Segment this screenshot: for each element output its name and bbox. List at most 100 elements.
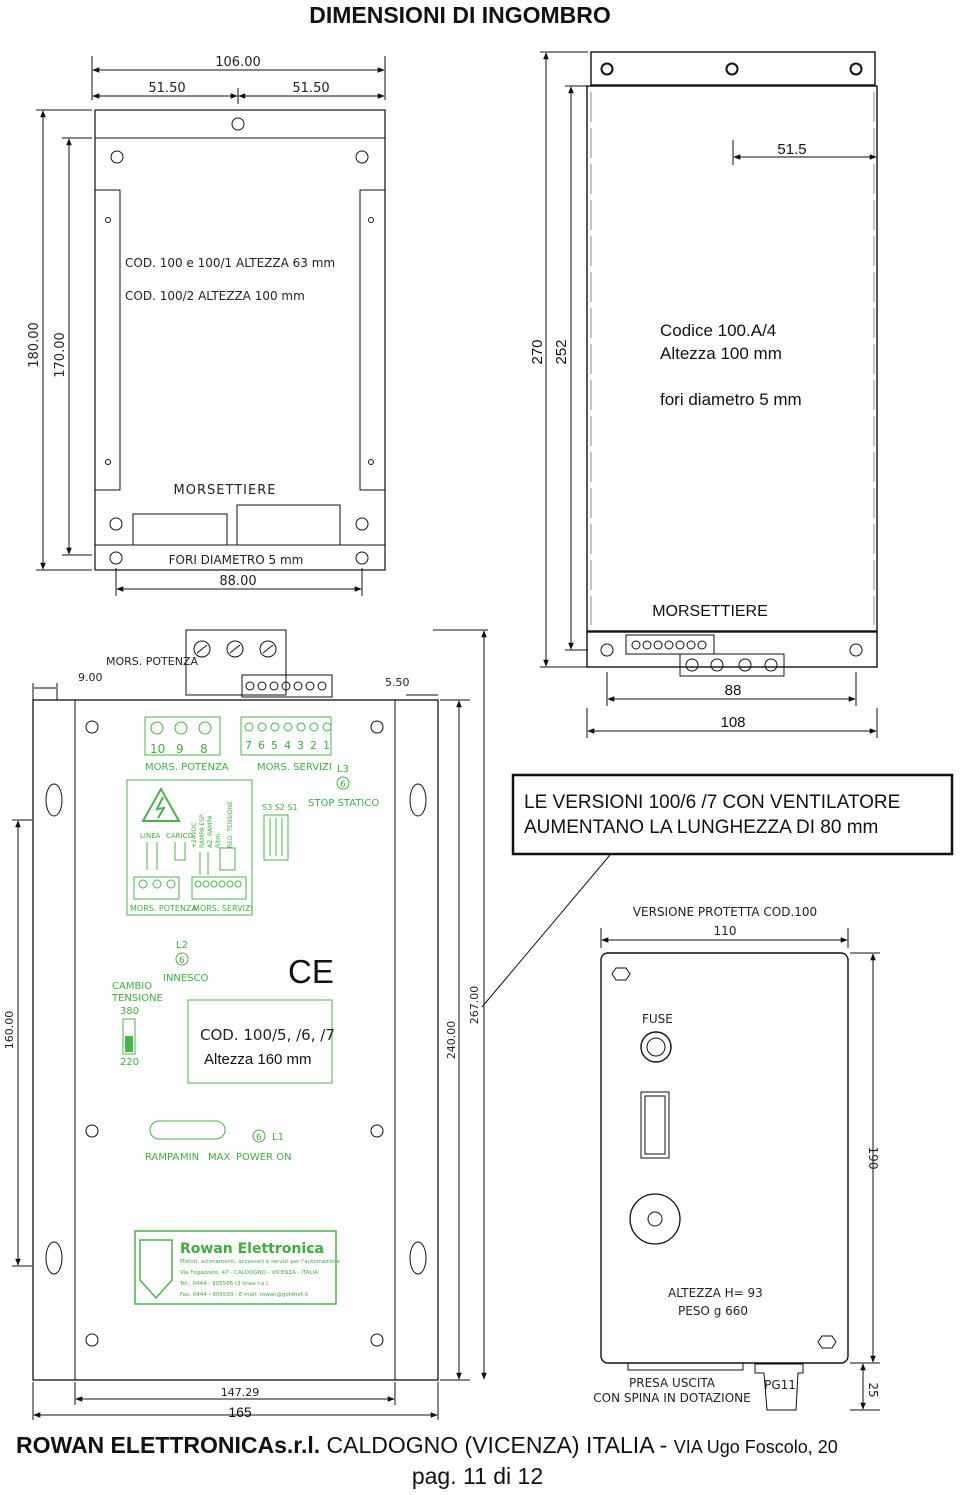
logo-line-2: Via Fogazzaro, 47 - CALDOGNO - VICENZA -…: [180, 1270, 318, 1276]
top-left-holes-label: FORI DIAMETRO 5 mm: [169, 553, 304, 567]
page-number: pag. 11 di 12: [411, 1463, 544, 1489]
l3-label: L3: [337, 764, 349, 775]
dim-protected-height: 190: [866, 1147, 880, 1170]
power-terminal-top-label: MORS. POTENZA: [106, 655, 198, 668]
logo-line-4: Fax: 0444 - 905593 - E-mail: rowan@goldn…: [180, 1292, 309, 1298]
switch-labels: S3 S2 S1: [262, 803, 298, 812]
top-right-screw-terminals: [631, 640, 707, 650]
dim-offset-right: 5.50: [385, 676, 410, 689]
top-right-terminal-label: MORSETTIERE: [652, 603, 768, 620]
small-power-label: MORS. POTENZA: [130, 904, 197, 913]
rampa-label: RAMPA: [145, 1152, 179, 1163]
ce-mark: CE: [288, 953, 334, 990]
footer-street: VIA Ugo Foscolo, 20: [673, 1437, 838, 1457]
power-terminal-number-9: 9: [176, 742, 184, 756]
dim-hole-spacing-right: 88: [725, 682, 742, 699]
rowan-logo: Rowan Elettronica s.r.l. Motori, azionam…: [134, 1230, 341, 1305]
small-service-label: MORS. SERVIZI: [193, 904, 253, 913]
dim-half-left: 51.50: [148, 81, 185, 96]
dim-half-right: 51.50: [292, 81, 329, 96]
bottom-left-view: MORS. POTENZA 9.00 5.50 10 9 8: [3, 629, 488, 1420]
carico-label: CARICO: [166, 832, 193, 840]
service-terminal-number-2: 2: [310, 739, 317, 752]
footer-company: ROWAN ELETTRONICAs.r.l.: [16, 1432, 321, 1458]
service-terminal-number-7: 7: [245, 739, 252, 752]
logo-line-1: Motori, azionamenti, accessori e servizi…: [180, 1259, 341, 1265]
service-terminal-number-4: 4: [284, 739, 291, 752]
dim-outer-width: 165: [228, 1404, 252, 1420]
power-terminal-label: MORS. POTENZA: [145, 762, 229, 773]
protected-weight-line: PESO g 660: [678, 1304, 748, 1318]
top-right-code-line: Codice 100.A/4: [660, 321, 776, 340]
bottom-right-view: VERSIONE PROTETTA COD.100 110 FUSE ALTEZ…: [593, 905, 880, 1411]
top-right-view: 51.5 Codice 100.A/4 Altezza 100 mm fori …: [529, 51, 878, 738]
dim-hole-spacing: 88.00: [219, 574, 256, 589]
service-terminal-number-1: 1: [323, 739, 330, 752]
logo-company-suffix: s.r.l.: [308, 1246, 325, 1255]
top-left-code-line-2: COD. 100/2 ALTEZZA 100 mm: [125, 289, 305, 303]
bottom-left-code-label: COD. 100/5, /6, /7: [200, 1026, 335, 1044]
dim-inner-width: 147.29: [221, 1386, 260, 1399]
scheme-label-rampa-esp: RAMPA ESP.: [199, 813, 206, 848]
protected-height-line: ALTEZZA H= 93: [668, 1286, 763, 1300]
dim-half-right-view: 51.5: [777, 141, 806, 158]
note-box: LE VERSIONI 100/6 /7 CON VENTILATORE AUM…: [481, 773, 954, 1008]
dim-width-right: 108: [720, 714, 745, 731]
note-line-1: LE VERSIONI 100/6 /7 CON VENTILATORE: [524, 792, 900, 813]
dim-width-total: 106.00: [215, 55, 261, 70]
innesco-label: INNESCO: [163, 973, 209, 984]
fuse-label: FUSE: [642, 1012, 673, 1026]
power-on-label: POWER ON: [236, 1152, 292, 1163]
dim-offset-left: 9.00: [78, 671, 103, 684]
dim-height-mid: 240.00: [445, 1021, 458, 1060]
top-left-view: 106.00 51.50 51.50 COD. 100 e 100/1 ALTE…: [27, 55, 386, 596]
outlet-line-1: PRESA USCITA: [629, 1376, 716, 1390]
logo-company-name: Rowan Elettronica: [180, 1241, 324, 1257]
protected-version-title: VERSIONE PROTETTA COD.100: [633, 905, 817, 919]
dim-height-inner: 170.00: [53, 332, 68, 378]
service-screws-green: [244, 722, 332, 732]
outlet-line-2: CON SPINA IN DOTAZIONE: [593, 1391, 750, 1405]
service-terminal-number-3: 3: [297, 739, 304, 752]
cambio-line-2: TENSIONE: [111, 993, 163, 1004]
page-title: DIMENSIONI DI INGOMBRO: [309, 2, 611, 28]
dim-protected-width: 110: [714, 924, 737, 938]
footer-address: ROWAN ELETTRONICAs.r.l. CALDOGNO (VICENZ…: [16, 1432, 838, 1459]
scheme-label-24vdc: +24VDC: [191, 822, 198, 848]
scheme-label-ritm: Ritm.: [215, 832, 222, 848]
power-terminal-number-10: 10: [150, 742, 165, 756]
footer-city: CALDOGNO (VICENZA) ITALIA -: [320, 1432, 674, 1458]
voltage-220: 220: [120, 1057, 139, 1068]
l2-label: L2: [176, 940, 188, 951]
gland-label: PG11: [764, 1378, 796, 1392]
service-terminal-number-5: 5: [271, 739, 278, 752]
max-label: MAX: [208, 1152, 230, 1163]
warning-triangle-icon: [141, 786, 181, 822]
voltage-380: 380: [120, 1006, 139, 1017]
dim-height-outer-right: 270: [529, 339, 546, 364]
bottom-left-height-label: Altezza 160 mm: [204, 1051, 312, 1068]
stop-statico-label: STOP STATICO: [308, 798, 379, 809]
logo-line-3: Tel.: 0444 - 905566 (3 linee r.a.): [179, 1281, 268, 1287]
l3-led-number: 6: [340, 780, 346, 790]
dim-height-outer: 180.00: [27, 322, 42, 368]
dim-height-inner-right: 252: [553, 339, 570, 364]
cambio-line-1: CAMBIO: [112, 981, 152, 992]
top-right-height-line: Altezza 100 mm: [660, 344, 782, 363]
dim-height-left: 160.00: [3, 1011, 16, 1050]
dim-height-right: 267.00: [468, 986, 481, 1025]
service-terminal-number-6: 6: [258, 739, 265, 752]
note-line-2: AUMENTANO LA LUNGHEZZA DI 80 mm: [524, 817, 878, 838]
l1-led-number: 6: [256, 1133, 262, 1143]
scheme-label-red-tensione: RED. TENSIONE: [227, 801, 234, 848]
dim-gland: 25: [866, 1382, 880, 1397]
power-terminal-number-8: 8: [200, 742, 208, 756]
linea-label: LINEA: [140, 832, 161, 840]
top-right-holes-line: fori diametro 5 mm: [660, 390, 802, 409]
top-left-code-line-1: COD. 100 e 100/1 ALTEZZA 63 mm: [125, 256, 335, 270]
l1-label: L1: [272, 1132, 284, 1143]
service-terminal-label: MORS. SERVIZI: [257, 762, 332, 773]
l2-led-number: 6: [179, 956, 185, 966]
min-label: MIN: [180, 1152, 199, 1163]
